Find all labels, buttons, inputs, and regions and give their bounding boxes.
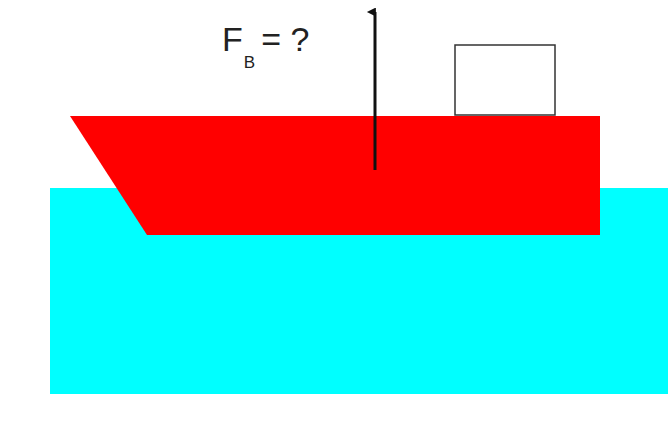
cargo-box: [455, 45, 555, 115]
force-arrow: [374, 12, 377, 170]
force-symbol: F: [222, 22, 243, 56]
force-subscript: B: [244, 54, 255, 71]
boat-hull: [70, 116, 600, 235]
unknown-value: = ?: [261, 22, 309, 56]
